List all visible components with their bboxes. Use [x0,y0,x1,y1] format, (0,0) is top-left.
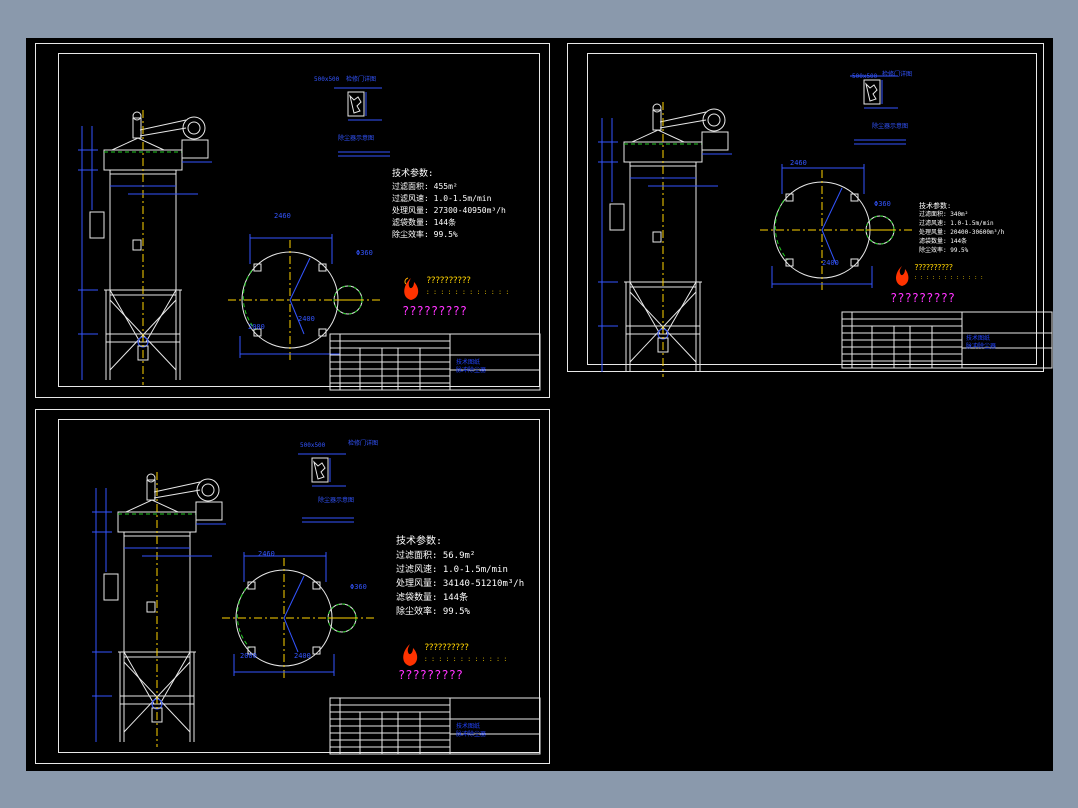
sheet-2-detail-title: 检修门详图 [882,71,913,78]
sheet-2-titleblock-0: 技术图纸 [966,335,991,342]
sheet-1-titleblock-1: 脉冲除尘器 [456,367,487,374]
sheet-1-param-0: 过滤面积: 455m² [392,182,458,191]
sheet-1-detail-size: 500x500 [314,76,340,83]
sheet-2-company-sub: : : : : : : : : : : : : [914,275,984,281]
sheet-2-company-name: ?????????? [914,263,953,272]
sheet-3-param-4: 除尘效率: 99.5% [396,607,470,617]
sheet-2-param-1: 过滤风速: 1.0-1.5m/min [919,220,994,227]
sheet-3-titleblock-1: 脉冲除尘器 [456,731,487,738]
sheet-3-diagram-label: 除尘器示意图 [318,497,355,504]
sheet-1-plan-dim-1: 2000 [248,323,265,331]
sheet-1-titleblock-0: 技术图纸 [456,359,481,366]
sheet-1-plan-dim-2: 2400 [298,315,315,323]
sheet-2-param-2: 处理风量: 20400-30600m³/h [919,229,1005,236]
sheet-3-plan-dim-0: 2460 [258,550,275,558]
sheet-3-border [58,419,540,753]
sheet-2-plan-dim-2: 2400 [822,259,839,267]
sheet-3-titleblock-0: 技术图纸 [456,723,481,730]
sheet-3-detail-title: 检修门详图 [348,440,379,447]
sheet-1-border [58,53,540,387]
sheet-1-param-4: 除尘效率: 99.5% [392,230,458,239]
sheet-1-params-title: 技术参数: [392,169,434,179]
sheet-3-logo-icon [399,642,421,668]
sheet-2-param-4: 除尘效率: 99.5% [919,247,969,254]
sheet-3-detail-size: 500x500 [300,442,326,449]
sheet-3-question: ????????? [398,668,464,682]
sheet-1-diagram-label: 除尘器示意图 [338,135,375,142]
sheet-1-param-1: 过滤风速: 1.0-1.5m/min [392,194,492,203]
sheet-2-logo-icon [892,264,912,288]
sheet-1-company-name: ?????????? [426,276,471,286]
sheet-2-question: ????????? [890,291,956,305]
sheet-1-plan-dim-4: Φ360 [356,249,373,257]
sheet-2-titleblock-1: 脉冲除尘器 [966,343,997,350]
sheet-3-param-3: 滤袋数量: 144条 [396,593,469,603]
sheet-3-company-name: ?????????? [424,643,469,653]
sheet-3-params-title: 技术参数: [396,536,443,547]
sheet-1-param-2: 处理风量: 27300-40950m³/h [392,206,506,215]
sheet-1-plan-dim-0: 2460 [274,212,291,220]
sheet-2-plan-dim-3: Φ360 [874,200,891,208]
sheet-3-param-0: 过滤面积: 56.9m² [396,551,476,561]
sheet-2-params-title: 技术参数: [919,202,952,210]
sheet-2-detail-size: 500x500 [852,73,878,80]
drawing-sheet-3[interactable] [35,409,550,764]
sheet-3-param-2: 处理风量: 34140-51210m³/h [396,579,525,589]
drawing-sheet-1[interactable] [35,43,550,398]
sheet-3-plan-dim-2: 2400 [294,652,311,660]
sheet-1-logo-icon [400,276,422,302]
sheet-1-param-3: 滤袋数量: 144条 [392,218,457,227]
sheet-3-company-sub: : : : : : : : : : : : : [424,656,508,663]
drawing-sheet-2[interactable] [567,43,1044,372]
sheet-3-plan-dim-4: Φ360 [350,583,367,591]
sheet-1-company-sub: : : : : : : : : : : : : [426,289,510,296]
cad-geometry [77,75,1053,755]
sheet-2-param-0: 过滤面积: 340m² [919,211,969,218]
sheet-2-border [587,53,1037,365]
sheet-1-question: ????????? [402,304,468,318]
sheet-2-plan-dim-0: 2460 [790,159,807,167]
sheet-2-diagram-label: 除尘器示意图 [872,123,909,130]
sheet-3-param-1: 过滤风速: 1.0-1.5m/min [396,565,508,575]
sheet-1-detail-title: 检修门详图 [346,76,377,83]
sheet-3-plan-dim-1: 2000 [240,652,257,660]
sheet-2-param-3: 滤袋数量: 144条 [919,238,968,245]
cad-drawing-canvas[interactable]: 技术参数: 过滤面积: 455m² 过滤风速: 1.0-1.5m/min 处理风… [26,38,1053,771]
